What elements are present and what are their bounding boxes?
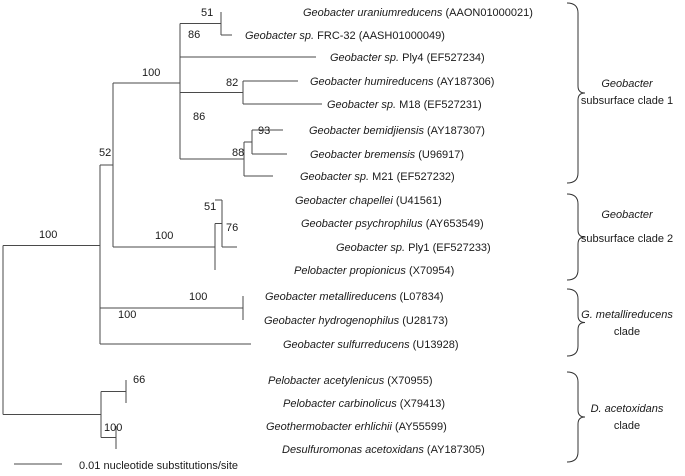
taxon-label: Geobacter sp. Ply4 (EF527234) xyxy=(330,52,485,64)
bootstrap-value: 100 xyxy=(155,230,173,242)
clade-bracket xyxy=(566,2,586,184)
clade-label-line1: G. metallireducens xyxy=(581,309,673,321)
clade-brackets xyxy=(566,2,586,463)
clade-label-line2: subsurface clade 1 xyxy=(581,95,673,107)
clade-label-line1: Geobacter xyxy=(601,209,654,221)
taxon-label: Desulfuromonas acetoxidans (AY187305) xyxy=(282,444,485,456)
clade-label-line2: subsurface clade 2 xyxy=(581,233,673,245)
taxon-label: Geobacter chapellei (U41561) xyxy=(295,195,442,207)
taxon-label: Geobacter bemidjiensis (AY187307) xyxy=(309,125,485,137)
clade-labels: Geobacter subsurface clade 1 Geobacter subs… xyxy=(581,78,674,432)
bootstrap-value: 51 xyxy=(204,201,216,213)
taxon-labels: Geobacter uraniumreducens (AAON01000021)… xyxy=(245,7,533,456)
taxon-label: Geobacter sp. Ply1 (EF527233) xyxy=(336,242,491,254)
taxon-label: Geobacter humireducens (AY187306) xyxy=(310,76,494,88)
clade-bracket xyxy=(566,371,586,463)
taxon-label: Geobacter sp. M21 (EF527232) xyxy=(300,171,455,183)
bootstrap-value: 100 xyxy=(104,422,122,434)
taxon-label: Geobacter sulfurreducens (U13928) xyxy=(283,339,459,351)
clade-label-line2: clade xyxy=(614,420,640,432)
taxon-label: Geobacter uraniumreducens (AAON01000021) xyxy=(303,7,533,19)
bootstrap-value: 100 xyxy=(118,309,136,321)
clade-bracket xyxy=(566,288,586,357)
clade-label-line2: clade xyxy=(614,326,640,338)
taxon-label: Pelobacter carbinolicus (X79413) xyxy=(283,398,445,410)
scale-bar: 0.01 nucleotide substitutions/site xyxy=(14,460,238,472)
bootstrap-value: 76 xyxy=(226,222,238,234)
bootstrap-value: 100 xyxy=(189,291,207,303)
taxon-label: Geobacter sp. M18 (EF527231) xyxy=(327,99,482,111)
bootstrap-value: 82 xyxy=(226,77,238,89)
bootstrap-value: 93 xyxy=(258,125,270,137)
bootstrap-value: 86 xyxy=(188,29,200,41)
scale-bar-label: 0.01 nucleotide substitutions/site xyxy=(79,460,238,472)
taxon-label: Pelobacter acetylenicus (X70955) xyxy=(268,375,433,387)
taxon-label: Geobacter hydrogenophilus (U28173) xyxy=(264,315,448,327)
clade-label-line1: D. acetoxidans xyxy=(591,403,664,415)
bootstrap-value: 88 xyxy=(232,147,244,159)
taxon-label: Geobacter psychrophilus (AY653549) xyxy=(301,218,484,230)
clade-label-line1: Geobacter xyxy=(601,78,654,90)
bootstrap-value: 86 xyxy=(193,111,205,123)
clade-bracket xyxy=(566,193,586,281)
bootstrap-value: 52 xyxy=(99,147,111,159)
taxon-label: Geobacter sp. FRC-32 (AASH01000049) xyxy=(245,30,445,42)
taxon-label: Geothermobacter erhlichii (AY55599) xyxy=(266,421,447,433)
taxon-label: Geobacter bremensis (U96917) xyxy=(310,149,464,161)
taxon-label: Geobacter metallireducens (L07834) xyxy=(265,291,444,303)
bootstrap-value: 51 xyxy=(201,7,213,19)
taxon-label: Pelobacter propionicus (X70954) xyxy=(294,265,454,277)
tree-branches xyxy=(2,12,322,449)
bootstrap-value: 100 xyxy=(142,67,160,79)
bootstrap-value: 66 xyxy=(133,374,145,386)
bootstrap-value: 100 xyxy=(39,229,57,241)
